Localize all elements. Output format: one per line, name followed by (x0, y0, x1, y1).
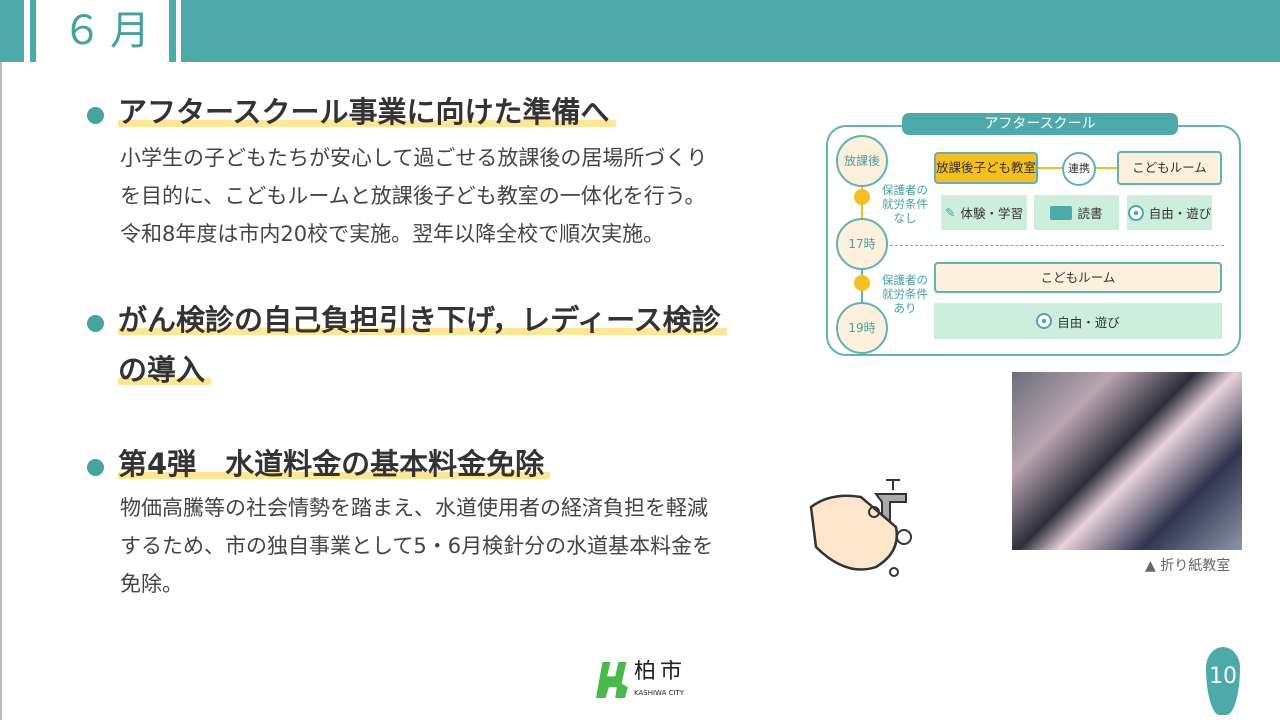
divider-17 (890, 245, 1224, 246)
condition-yes: 保護者の就労条件あり (882, 273, 928, 315)
section-heading: の導入 (118, 352, 212, 388)
header-fill (181, 0, 1280, 62)
activity-label: 体験・学習 (960, 206, 1023, 221)
origami-class-photo (1012, 372, 1242, 550)
handwashing-icon (809, 479, 912, 577)
bullet (87, 315, 104, 332)
activity-experience: ✎ 体験・学習 (941, 195, 1027, 230)
link-badge: 連携 (1062, 152, 1096, 186)
kodomo-room-box-2: こどもルーム (934, 262, 1222, 293)
soccer-ball-icon (1127, 204, 1144, 221)
photo-caption: ▲ 折り紙教室 (1145, 558, 1231, 574)
page-number: 10 (1206, 647, 1240, 715)
section-heading: 第4弾 水道料金の基本料金免除 (118, 446, 551, 482)
slide-border (0, 62, 2, 720)
section-body: 物価高騰等の社会情勢を踏まえ、水道使用者の経済負担を軽減するため、市の独自事業と… (120, 496, 714, 596)
header-bar (169, 0, 176, 62)
activity-free-play: 自由・遊び (1127, 195, 1212, 230)
kodomo-room-box: こどもルーム (1117, 151, 1222, 185)
time-17: 17時 (836, 218, 888, 270)
section-heading: がん検診の自己負担引き下げ，レディース検診 (118, 302, 727, 338)
activity-label: 自由・遊び (1148, 206, 1212, 221)
section-heading: アフタースクール事業に向けた準備へ (118, 94, 616, 130)
kashiwa-logo-mark (596, 662, 628, 698)
condition-none: 保護者の就労条件なし (882, 183, 928, 225)
header-block (0, 0, 24, 62)
logo-kanji: 柏市 (634, 660, 687, 684)
section-body: 小学生の子どもたちが安心して過ごせる放課後の居場所づくりを目的に、こどもルームと… (120, 146, 708, 246)
header-bar (30, 0, 36, 62)
timeline-dot (854, 275, 870, 291)
bullet (87, 107, 104, 124)
logo-english: KASHIWA CITY (634, 689, 685, 697)
after-school-classroom-box: 放課後子ども教室 (934, 152, 1038, 184)
soccer-ball-icon (1036, 313, 1053, 329)
time-after-school: 放課後 (836, 135, 888, 187)
diagram-title: アフタースクール (902, 113, 1178, 135)
free-play-label: 自由・遊び (1057, 314, 1120, 330)
free-play-box: 自由・遊び (934, 303, 1222, 339)
book-icon (1050, 205, 1073, 220)
activity-label: 読書 (1077, 206, 1103, 221)
bullet (87, 459, 104, 476)
month-title: ６月 (62, 8, 158, 54)
timeline-dot (854, 189, 870, 205)
activity-reading: 読書 (1034, 195, 1119, 230)
timeline-line (861, 185, 863, 230)
pencil-icon: ✎ (945, 205, 956, 220)
time-19: 19時 (836, 302, 888, 354)
